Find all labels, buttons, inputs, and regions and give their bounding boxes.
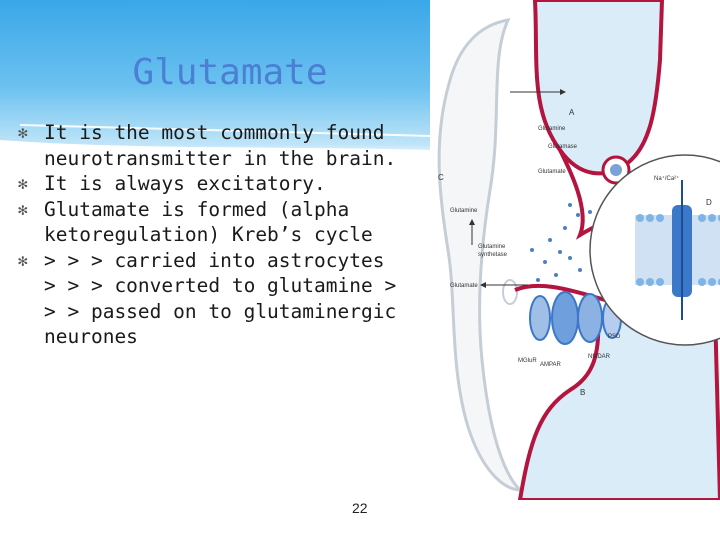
label-glutamate-terminal: Glutamate [538,169,566,175]
bullet-item: ✻ Glutamate is formed (alpha ketoregulat… [18,197,398,248]
label-b: B [580,388,585,397]
asterisk-bullet-icon: ✻ [18,199,28,219]
label-glutamase: Glutamase [548,144,578,150]
bullet-item: ✻ > > > carried into astrocytes > > > co… [18,248,398,350]
label-glutamine-synthetase-line2: synthetase [478,252,508,258]
label-psd: PSD [608,334,621,340]
glutamine-transport-arrowhead [560,89,566,95]
astrocyte-bulb [502,279,518,305]
label-mglur: MGluR [518,358,537,364]
bullet-text: It is always excitatory. [44,172,326,195]
inset-transporter-panel [589,154,720,346]
glutamate-uptake-arrowhead [480,282,486,288]
bullet-item: ✻ It is always excitatory. [18,171,398,197]
header-swoosh [0,124,430,170]
bullet-item: ✻ It is the most commonly found neurotra… [18,120,398,171]
bullet-text: It is the most commonly found neurotrans… [44,121,397,170]
label-a: A [569,108,575,117]
label-d: D [706,198,712,207]
label-ampar: AMPAR [540,362,562,368]
label-na-ca: Na⁺/Ca²⁺ [654,175,679,182]
synthetase-arrowhead [469,219,475,225]
label-glutamate-astrocyte: Glutamate [450,283,478,289]
asterisk-bullet-icon: ✻ [18,250,28,270]
bullet-text: Glutamate is formed (alpha ketoregulatio… [44,197,373,247]
vesicle-core [610,164,622,176]
label-glutamine-astrocyte: Glutamine [450,208,478,214]
glutamate-synapse-diagram: A B C D Glutamine Glutamase Glutamate Gl… [437,0,720,500]
asterisk-bullet-icon: ✻ [18,174,28,193]
bullet-text: > > > carried into astrocytes > > > conv… [44,248,397,349]
label-c: C [438,173,444,182]
bullet-list: ✻ It is the most commonly found neurotra… [18,120,398,350]
page-number: 22 [352,500,368,516]
slide-title: Glutamate [132,52,328,93]
label-glutamine-terminal: Glutamine [538,126,566,132]
presynaptic-terminal [532,0,665,176]
asterisk-bullet-icon: ✻ [18,123,28,142]
label-glutamine-synthetase-line1: Glutamine [478,244,506,250]
label-nmdar: NMDAR [588,354,611,360]
astrocyte-process [437,18,524,492]
